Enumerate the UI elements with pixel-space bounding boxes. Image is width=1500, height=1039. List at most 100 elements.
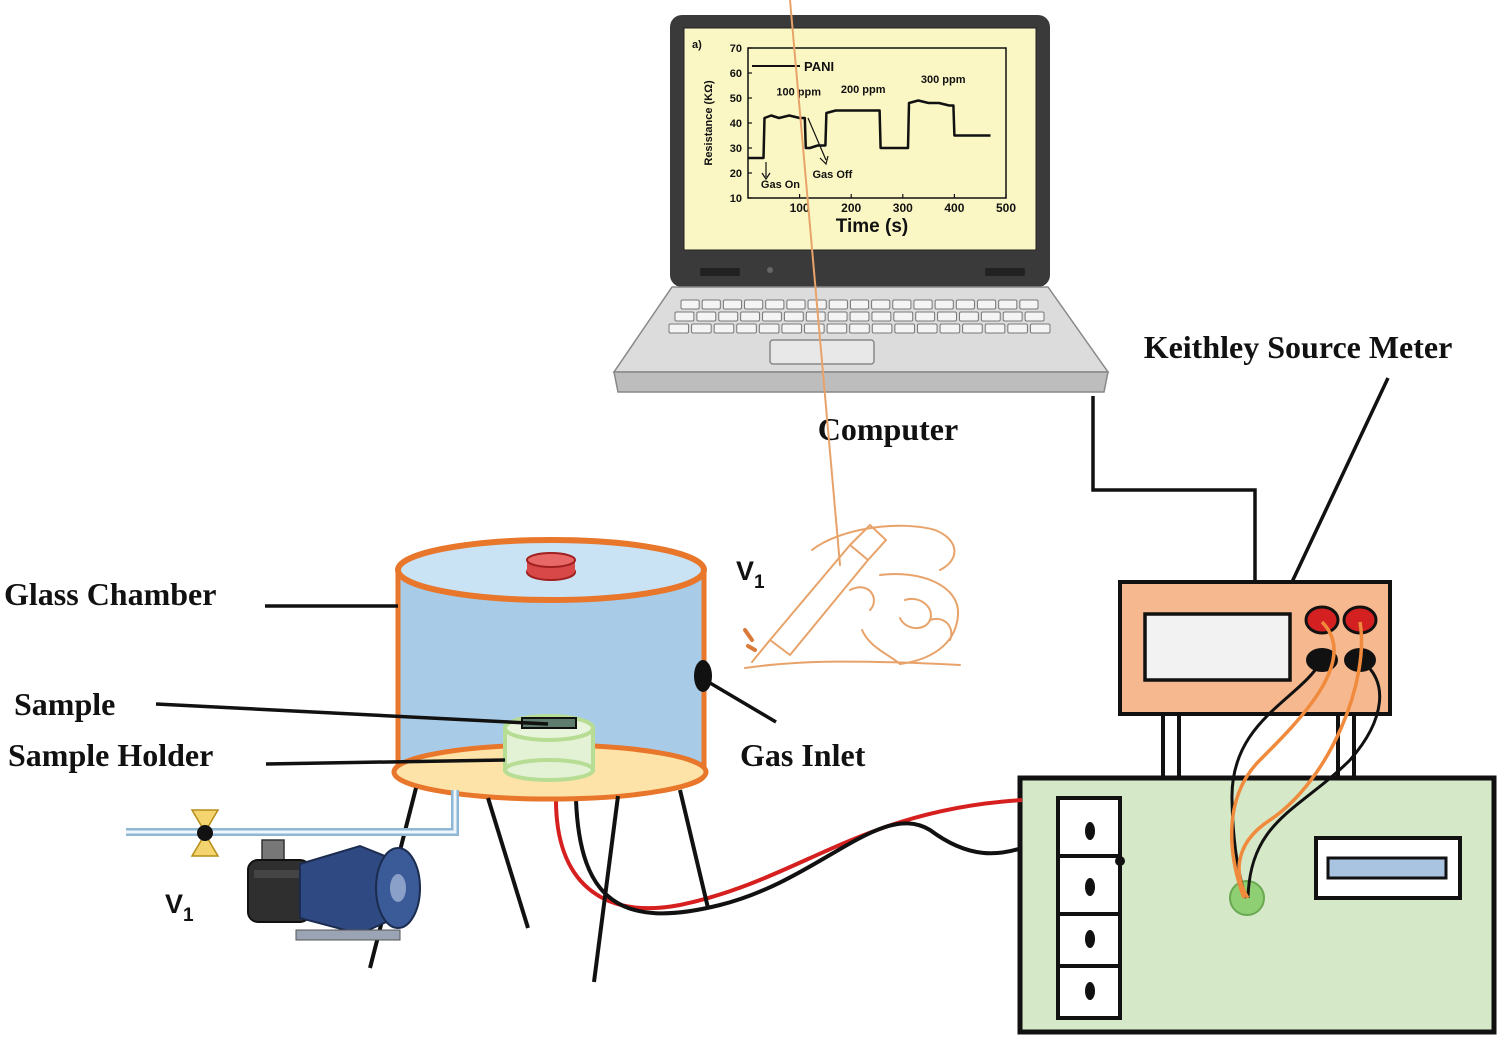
pump-head-ridge bbox=[254, 870, 304, 878]
hand-knuckle-1 bbox=[899, 597, 932, 629]
valve-v1-syringe-main: V bbox=[736, 556, 754, 586]
keyboard-key bbox=[984, 323, 1006, 334]
glass-chamber bbox=[391, 537, 712, 802]
keyboard-key bbox=[892, 299, 912, 310]
keyboard-key bbox=[894, 323, 915, 334]
x-tick-label: 200 bbox=[841, 201, 861, 215]
keyboard-key bbox=[958, 311, 979, 322]
switch-3-dot bbox=[1085, 930, 1095, 948]
keyboard-key bbox=[934, 299, 954, 310]
keyboard-key bbox=[762, 311, 782, 322]
hand-index-finger bbox=[811, 524, 956, 571]
x-tick-label: 100 bbox=[790, 201, 810, 215]
source-meter bbox=[1118, 580, 1392, 716]
sample-label: Sample bbox=[14, 686, 115, 722]
laptop-screen bbox=[683, 27, 1037, 251]
keyboard-key bbox=[1024, 311, 1045, 322]
source-meter-display bbox=[1143, 612, 1292, 682]
keyboard-key bbox=[691, 323, 712, 334]
chart-legend-label: PANI bbox=[804, 59, 834, 74]
keyboard-key bbox=[849, 323, 870, 334]
keyboard-key bbox=[736, 323, 757, 334]
sample-holder-label: Sample Holder bbox=[8, 737, 213, 773]
keyboard-key bbox=[680, 299, 700, 310]
syringe-barrel bbox=[768, 543, 870, 657]
source-meter-pointer bbox=[1290, 377, 1390, 583]
keyboard-key bbox=[674, 311, 695, 322]
x-tick-label: 300 bbox=[893, 201, 913, 215]
gas-inlet-label: Gas Inlet bbox=[740, 737, 866, 773]
gas-line-inner bbox=[126, 790, 457, 834]
valve-v1-pump-label: V1 bbox=[165, 889, 194, 926]
switch-1-dot bbox=[1085, 822, 1095, 840]
control-box bbox=[1017, 775, 1497, 1035]
keyboard-key bbox=[744, 299, 764, 310]
keyboard-key bbox=[939, 323, 961, 334]
y-tick-label: 20 bbox=[730, 168, 742, 180]
lid-port-top bbox=[526, 552, 576, 568]
keyboard-key bbox=[871, 323, 893, 334]
orange-wire-1 bbox=[1229, 620, 1336, 899]
pump-foot bbox=[295, 929, 401, 941]
keyboard-key bbox=[826, 323, 848, 334]
keyboard-key bbox=[804, 323, 825, 334]
valve-v1-pump-main: V bbox=[165, 889, 183, 919]
keyboard-key bbox=[913, 299, 933, 310]
keyboard-key bbox=[893, 311, 914, 322]
keyboard-key bbox=[915, 311, 936, 322]
keyboard-key bbox=[1002, 311, 1023, 322]
keyboard-key bbox=[828, 299, 848, 310]
keyboard-key bbox=[783, 311, 804, 322]
black-lead-wire bbox=[574, 799, 1023, 916]
orange-wire-2 bbox=[1237, 621, 1364, 899]
gas-off-arrowhead bbox=[819, 155, 829, 166]
gas-inlet-pointer bbox=[704, 678, 777, 724]
black-wire-2 bbox=[1246, 658, 1382, 899]
chart-series-pani bbox=[748, 99, 991, 160]
hand-underline bbox=[744, 660, 961, 669]
gas-inlet-port bbox=[694, 660, 712, 692]
keyboard-key bbox=[849, 311, 870, 322]
keyboard-key bbox=[786, 299, 806, 310]
keyboard-key bbox=[962, 323, 983, 334]
keyboard-key bbox=[937, 311, 957, 322]
keyboard-key bbox=[998, 299, 1018, 310]
valve-v1-bowtie bbox=[190, 809, 220, 857]
keyboard-key bbox=[718, 311, 739, 322]
pump-shaft bbox=[390, 874, 406, 902]
hand-knuckle-3 bbox=[849, 586, 875, 611]
switch-4-dot bbox=[1085, 982, 1095, 1000]
syringe-needle bbox=[751, 639, 771, 663]
keyboard-key bbox=[701, 299, 721, 310]
valve-v1-syringe-sub: 1 bbox=[754, 572, 765, 593]
chart-annotation: Gas On bbox=[761, 179, 800, 191]
keyboard-key bbox=[758, 323, 780, 334]
hand-palm bbox=[879, 573, 960, 665]
x-tick-label: 400 bbox=[944, 201, 964, 215]
keyboard-key bbox=[871, 311, 892, 322]
sample-holder-pointer bbox=[265, 758, 506, 766]
syringe-drops bbox=[743, 628, 757, 652]
keyboard-key bbox=[765, 299, 785, 310]
red-terminal-left bbox=[1304, 605, 1340, 635]
keyboard-key bbox=[740, 311, 761, 322]
keyboard-key bbox=[976, 299, 997, 310]
valve-center bbox=[197, 825, 213, 841]
sample-pointer bbox=[155, 702, 549, 726]
keyboard-key bbox=[871, 299, 891, 310]
keyboard-key bbox=[1007, 323, 1028, 334]
keyboard-key bbox=[1029, 323, 1051, 334]
glass-chamber-label: Glass Chamber bbox=[4, 576, 216, 612]
gas-on-arrowhead bbox=[761, 172, 771, 181]
keyboard-key bbox=[955, 299, 975, 310]
leg-3 bbox=[592, 795, 620, 983]
laptop-hinge-right bbox=[985, 268, 1025, 276]
keyboard-key bbox=[849, 299, 870, 310]
switch-2-dot bbox=[1085, 878, 1095, 896]
chart-y-label: Resistance (KΩ) bbox=[703, 80, 715, 166]
keyboard-key bbox=[668, 323, 690, 334]
red-lead-wire bbox=[554, 798, 1023, 911]
keyboard-key bbox=[980, 311, 1001, 322]
